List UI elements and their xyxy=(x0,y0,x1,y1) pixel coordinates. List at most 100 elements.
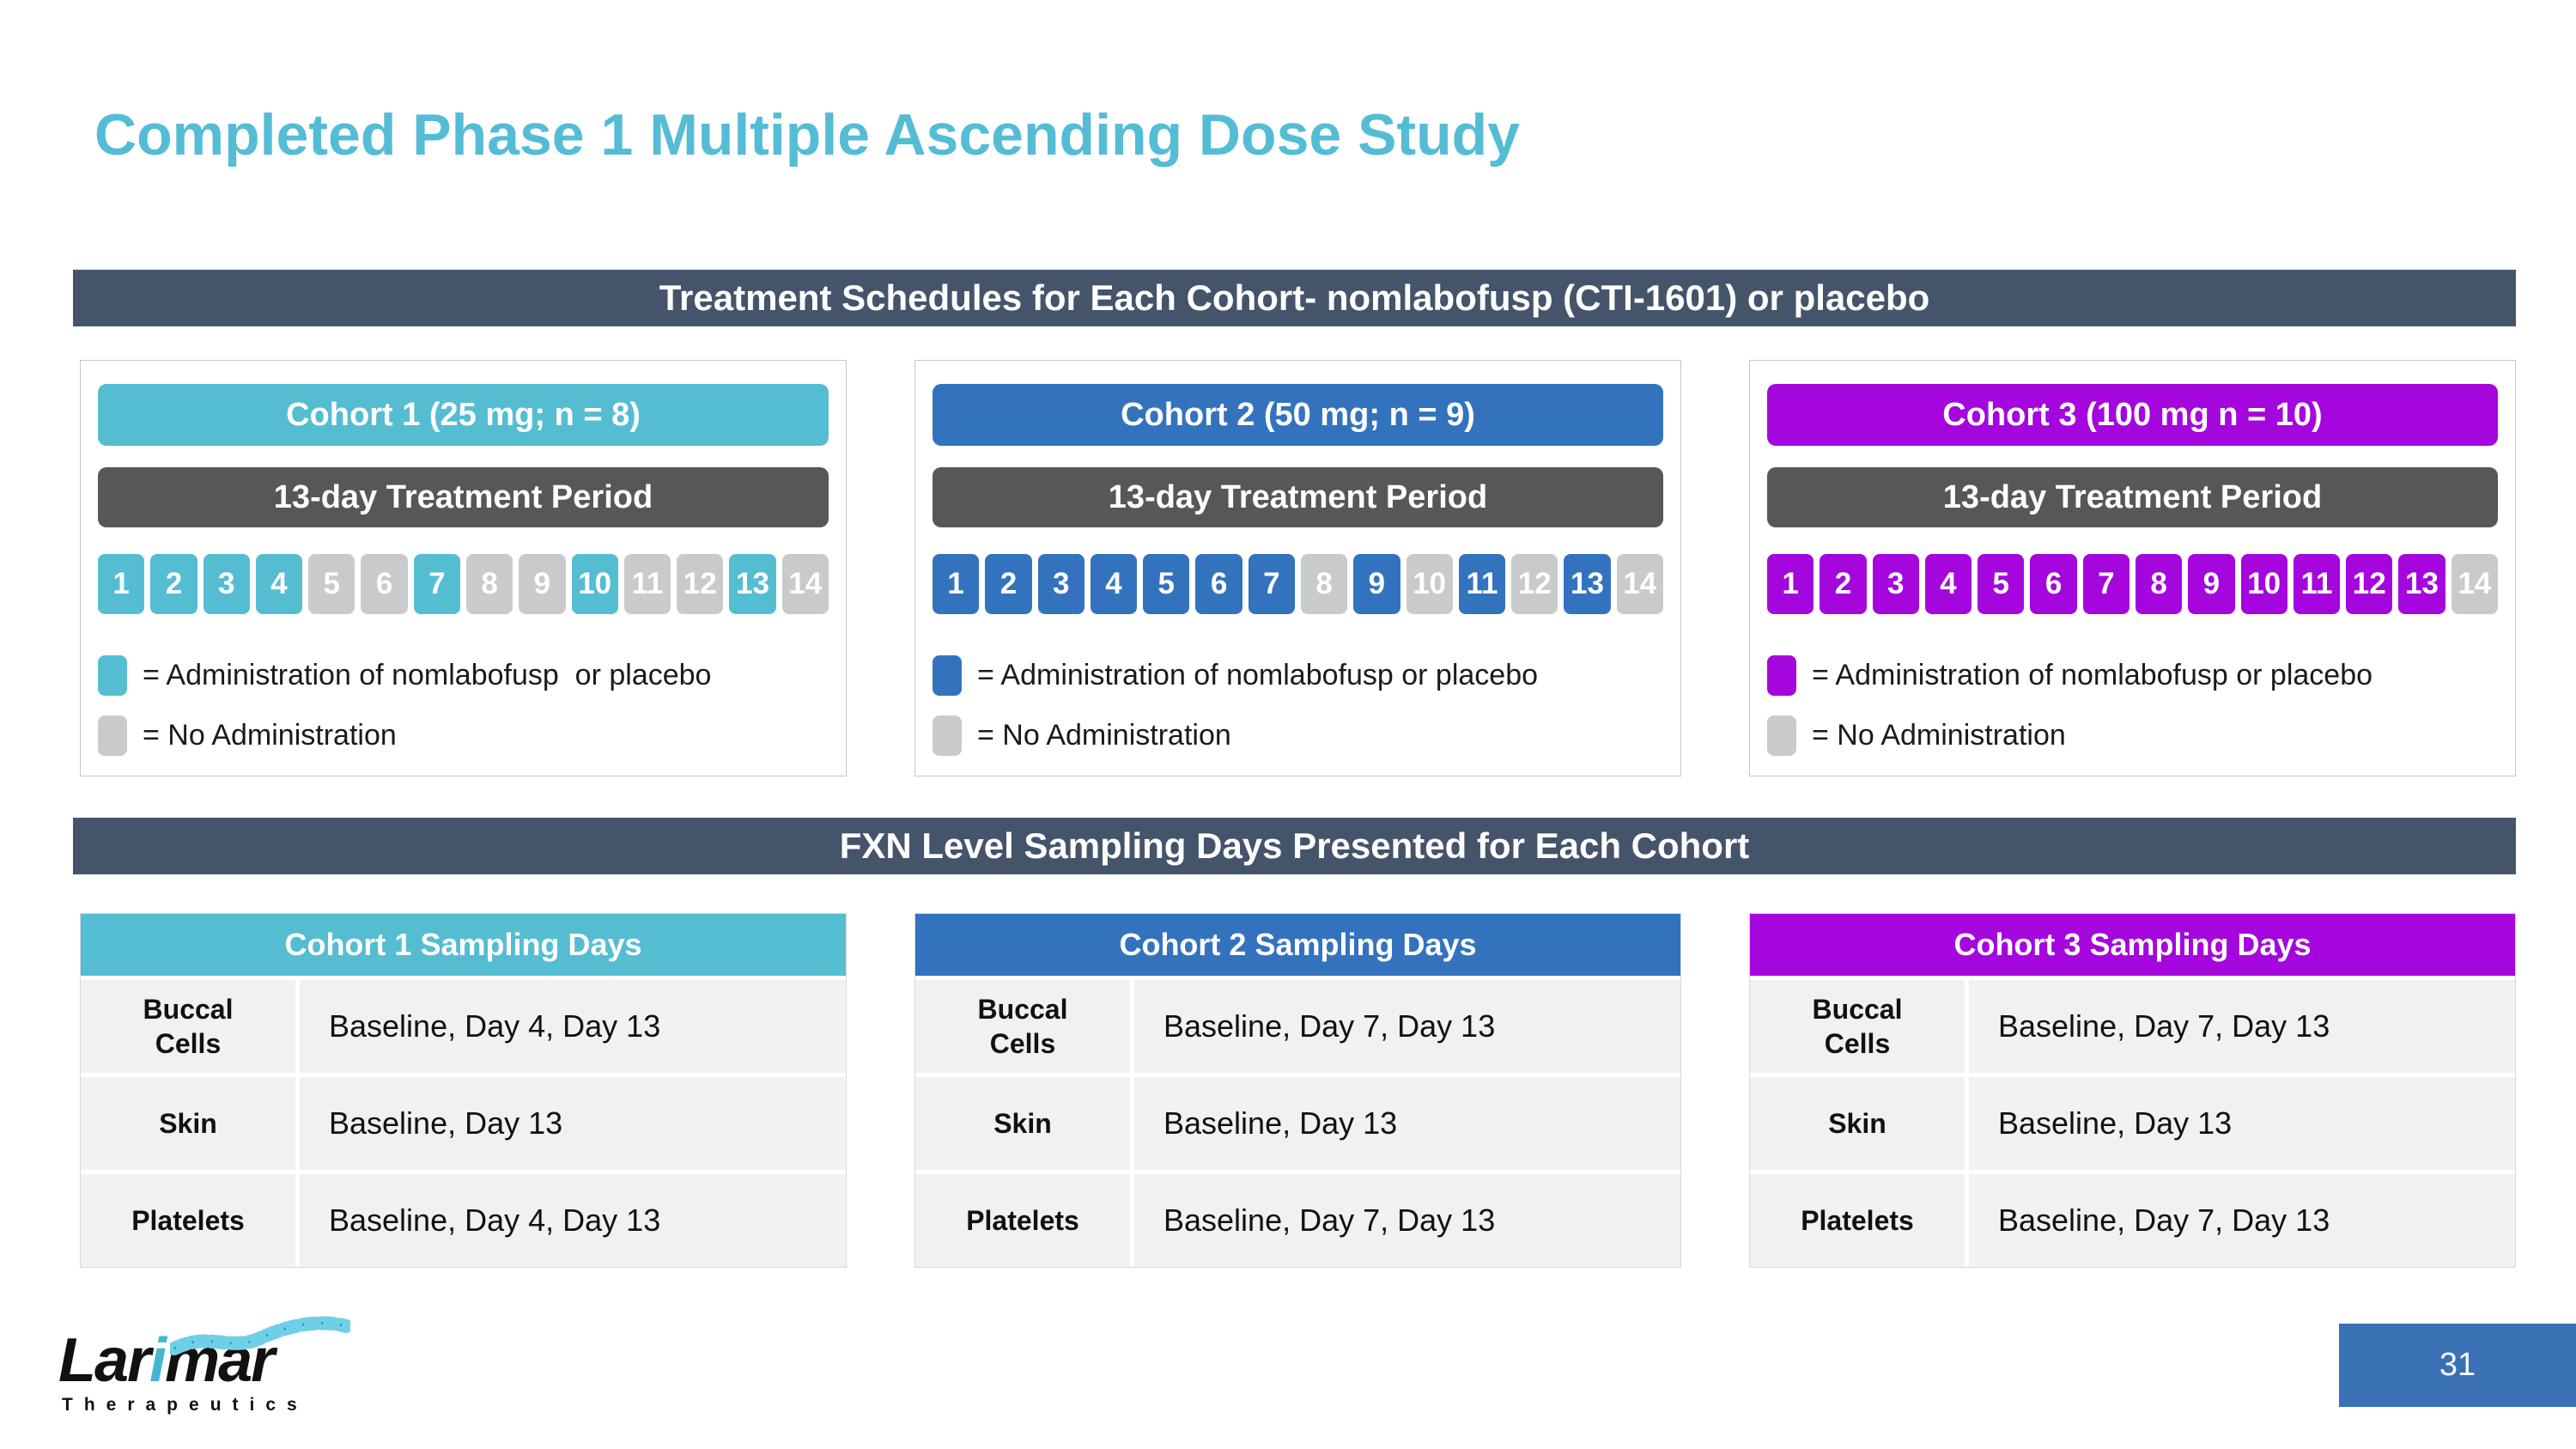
table-row: Platelets Baseline, Day 4, Day 13 xyxy=(81,1174,846,1267)
cohort-1-treatment-period-bar: 13-day Treatment Period xyxy=(98,467,829,527)
cohort-3-treatment-period-bar: 13-day Treatment Period xyxy=(1767,467,2498,527)
cohort-1-header: Cohort 1 (25 mg; n = 8) xyxy=(98,384,829,446)
no-administration-swatch-icon xyxy=(933,715,962,756)
day-cell-4: 4 xyxy=(1924,554,1972,614)
day-cell-4: 4 xyxy=(1090,554,1138,614)
page-title: Completed Phase 1 Multiple Ascending Dos… xyxy=(94,102,1520,167)
cohort-2-legend-administration: = Administration of nomlabofusp or place… xyxy=(933,655,1663,696)
cohort-1-sampling-header: Cohort 1 Sampling Days xyxy=(81,914,846,976)
row-label: Platelets xyxy=(1750,1174,1965,1267)
cohort-2-treatment-box: Cohort 2 (50 mg; n = 9) 13-day Treatment… xyxy=(914,360,1681,776)
day-cell-6: 6 xyxy=(1195,554,1242,614)
day-cell-14: 14 xyxy=(1616,554,1663,614)
legend-label: = No Administration xyxy=(143,719,397,752)
day-cell-12: 12 xyxy=(2346,554,2393,614)
cohort-2-sampling-table: Cohort 2 Sampling Days Buccal Cells Base… xyxy=(914,913,1681,1268)
row-label: Platelets xyxy=(81,1174,295,1267)
day-cell-9: 9 xyxy=(519,554,566,614)
table-row: Skin Baseline, Day 13 xyxy=(915,1077,1680,1170)
day-cell-11: 11 xyxy=(2293,554,2341,614)
row-value: Baseline, Day 13 xyxy=(300,1077,846,1170)
day-cell-7: 7 xyxy=(2082,554,2129,614)
day-cell-9: 9 xyxy=(1353,554,1400,614)
table-row: Skin Baseline, Day 13 xyxy=(81,1077,846,1170)
row-value: Baseline, Day 7, Day 13 xyxy=(1969,1174,2515,1267)
day-cell-8: 8 xyxy=(1300,554,1348,614)
row-value: Baseline, Day 7, Day 13 xyxy=(1134,1174,1680,1267)
day-cell-2: 2 xyxy=(1820,554,1867,614)
row-label: Skin xyxy=(915,1077,1130,1170)
day-cell-13: 13 xyxy=(2398,554,2445,614)
cohort-2-treatment-period-bar: 13-day Treatment Period xyxy=(933,467,1663,527)
no-administration-swatch-icon xyxy=(98,715,127,756)
day-cell-5: 5 xyxy=(1978,554,2025,614)
day-cell-10: 10 xyxy=(2240,554,2287,614)
row-value: Baseline, Day 7, Day 13 xyxy=(1969,980,2515,1073)
table-row: Platelets Baseline, Day 7, Day 13 xyxy=(1750,1174,2515,1267)
day-cell-14: 14 xyxy=(781,554,829,614)
day-cell-1: 1 xyxy=(1767,554,1814,614)
day-cell-6: 6 xyxy=(2030,554,2077,614)
day-cell-8: 8 xyxy=(465,554,513,614)
cohort-2-legend-no-administration: = No Administration xyxy=(933,715,1663,756)
day-cell-1: 1 xyxy=(933,554,980,614)
day-cell-11: 11 xyxy=(1458,554,1506,614)
cohort-3-sampling-header: Cohort 3 Sampling Days xyxy=(1750,914,2515,976)
legend-label: = No Administration xyxy=(1812,719,2066,752)
day-cell-6: 6 xyxy=(361,554,408,614)
day-cell-2: 2 xyxy=(985,554,1032,614)
helix-ribbon-icon xyxy=(170,1316,350,1355)
cohort-3-legend-administration: = Administration of nomlabofusp or place… xyxy=(1767,655,2498,696)
legend-label: = Administration of nomlabofusp or place… xyxy=(143,659,712,691)
administration-swatch-icon xyxy=(1767,655,1796,696)
row-value: Baseline, Day 13 xyxy=(1134,1077,1680,1170)
row-value: Baseline, Day 4, Day 13 xyxy=(300,1174,846,1267)
row-label: Buccal Cells xyxy=(81,980,295,1073)
cohort-1-sampling-table: Cohort 1 Sampling Days Buccal Cells Base… xyxy=(80,913,847,1268)
day-cell-14: 14 xyxy=(2451,554,2498,614)
cohort-3-legend-no-administration: = No Administration xyxy=(1767,715,2498,756)
table-row: Buccal Cells Baseline, Day 7, Day 13 xyxy=(1750,980,2515,1073)
no-administration-swatch-icon xyxy=(1767,715,1796,756)
day-cell-10: 10 xyxy=(1406,554,1453,614)
cohort-3-sampling-table: Cohort 3 Sampling Days Buccal Cells Base… xyxy=(1749,913,2516,1268)
cohort-1-treatment-box: Cohort 1 (25 mg; n = 8) 13-day Treatment… xyxy=(80,360,847,776)
legend-label: = Administration of nomlabofusp or place… xyxy=(1812,659,2373,691)
table-row: Platelets Baseline, Day 7, Day 13 xyxy=(915,1174,1680,1267)
cohort-2-sampling-header: Cohort 2 Sampling Days xyxy=(915,914,1680,976)
treatment-schedules-banner: Treatment Schedules for Each Cohort- nom… xyxy=(73,270,2516,326)
logo-teal-i: i xyxy=(149,1326,167,1395)
day-cell-2: 2 xyxy=(150,554,197,614)
day-cell-12: 12 xyxy=(677,554,724,614)
legend-label: = No Administration xyxy=(977,719,1231,752)
day-cell-3: 3 xyxy=(1037,554,1084,614)
administration-swatch-icon xyxy=(98,655,127,696)
administration-swatch-icon xyxy=(933,655,962,696)
sampling-tables-row: Cohort 1 Sampling Days Buccal Cells Base… xyxy=(80,913,2516,1268)
table-row: Skin Baseline, Day 13 xyxy=(1750,1077,2515,1170)
row-label: Skin xyxy=(81,1077,295,1170)
day-cell-5: 5 xyxy=(308,554,355,614)
cohort-3-header: Cohort 3 (100 mg n = 10) xyxy=(1767,384,2498,446)
cohort-2-header: Cohort 2 (50 mg; n = 9) xyxy=(933,384,1663,446)
table-row: Buccal Cells Baseline, Day 4, Day 13 xyxy=(81,980,846,1073)
row-value: Baseline, Day 7, Day 13 xyxy=(1134,980,1680,1073)
cohort-3-treatment-box: Cohort 3 (100 mg n = 10) 13-day Treatmen… xyxy=(1749,360,2516,776)
larimar-logo: Larimar Therapeutics xyxy=(58,1316,350,1433)
fxn-sampling-banner: FXN Level Sampling Days Presented for Ea… xyxy=(73,818,2516,874)
day-cell-8: 8 xyxy=(2135,554,2183,614)
row-label: Skin xyxy=(1750,1077,1965,1170)
legend-label: = Administration of nomlabofusp or place… xyxy=(977,659,1539,691)
row-value: Baseline, Day 4, Day 13 xyxy=(300,980,846,1073)
day-cell-12: 12 xyxy=(1511,554,1558,614)
day-cell-7: 7 xyxy=(413,554,460,614)
day-cell-13: 13 xyxy=(1564,554,1611,614)
row-label: Buccal Cells xyxy=(1750,980,1965,1073)
day-cell-5: 5 xyxy=(1143,554,1190,614)
logo-wordmark: Larimar xyxy=(58,1326,275,1395)
day-cell-1: 1 xyxy=(98,554,145,614)
day-cell-10: 10 xyxy=(571,554,618,614)
